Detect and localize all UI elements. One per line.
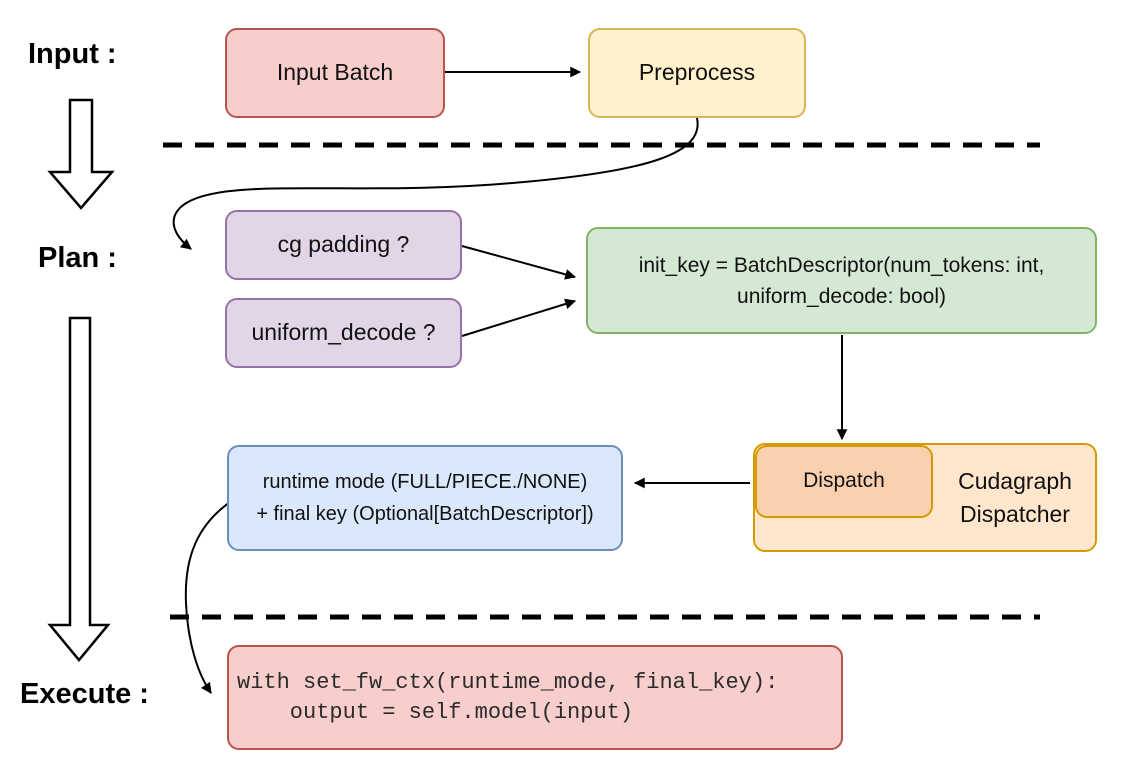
uniform-decode-label: uniform_decode ?	[251, 319, 436, 346]
dispatch-label: Dispatch	[803, 469, 885, 493]
input-to-plan-hollow-arrow	[50, 100, 112, 208]
input-batch-node: Input Batch	[225, 28, 445, 118]
arrow-runtime-mode-to-execute-code	[186, 500, 233, 694]
plan-to-execute-hollow-arrow	[50, 318, 108, 660]
dispatch-node: Dispatch	[755, 445, 933, 518]
execute-code-line1: with set_fw_ctx(runtime_mode, final_key)…	[237, 669, 779, 695]
stage-label-execute: Execute :	[20, 678, 149, 710]
runtime-mode-line1: runtime mode (FULL/PIECE./NONE)	[262, 471, 588, 493]
arrow-uniform-decode-to-init-key	[462, 298, 577, 336]
init-key-node: init_key = BatchDescriptor(num_tokens: i…	[586, 227, 1097, 334]
input-batch-label: Input Batch	[276, 59, 394, 86]
cg-padding-label: cg padding ?	[277, 231, 410, 258]
cg-padding-node: cg padding ?	[225, 210, 462, 280]
preprocess-node: Preprocess	[588, 28, 806, 118]
init-key-line2: uniform_decode: bool)	[737, 284, 946, 308]
execute-code-line2: output = self.model(input)	[237, 699, 634, 725]
runtime-mode-line2: + final key (Optional[BatchDescriptor])	[256, 503, 594, 525]
cudagraph-dispatcher-line1: Cudagraph	[958, 467, 1072, 494]
arrow-cg-padding-to-init-key	[462, 246, 577, 280]
stage-label-input: Input :	[28, 38, 117, 70]
cudagraph-dispatcher-line2: Dispatcher	[960, 500, 1070, 527]
init-key-line1: init_key = BatchDescriptor(num_tokens: i…	[638, 253, 1045, 277]
preprocess-label: Preprocess	[638, 59, 756, 86]
runtime-mode-node: runtime mode (FULL/PIECE./NONE) + final …	[227, 445, 623, 551]
stage-label-plan: Plan :	[38, 242, 117, 274]
execute-code-node: with set_fw_ctx(runtime_mode, final_key)…	[227, 645, 843, 750]
cudagraph-dispatcher-label: Cudagraph Dispatcher	[933, 443, 1097, 552]
uniform-decode-node: uniform_decode ?	[225, 298, 462, 368]
